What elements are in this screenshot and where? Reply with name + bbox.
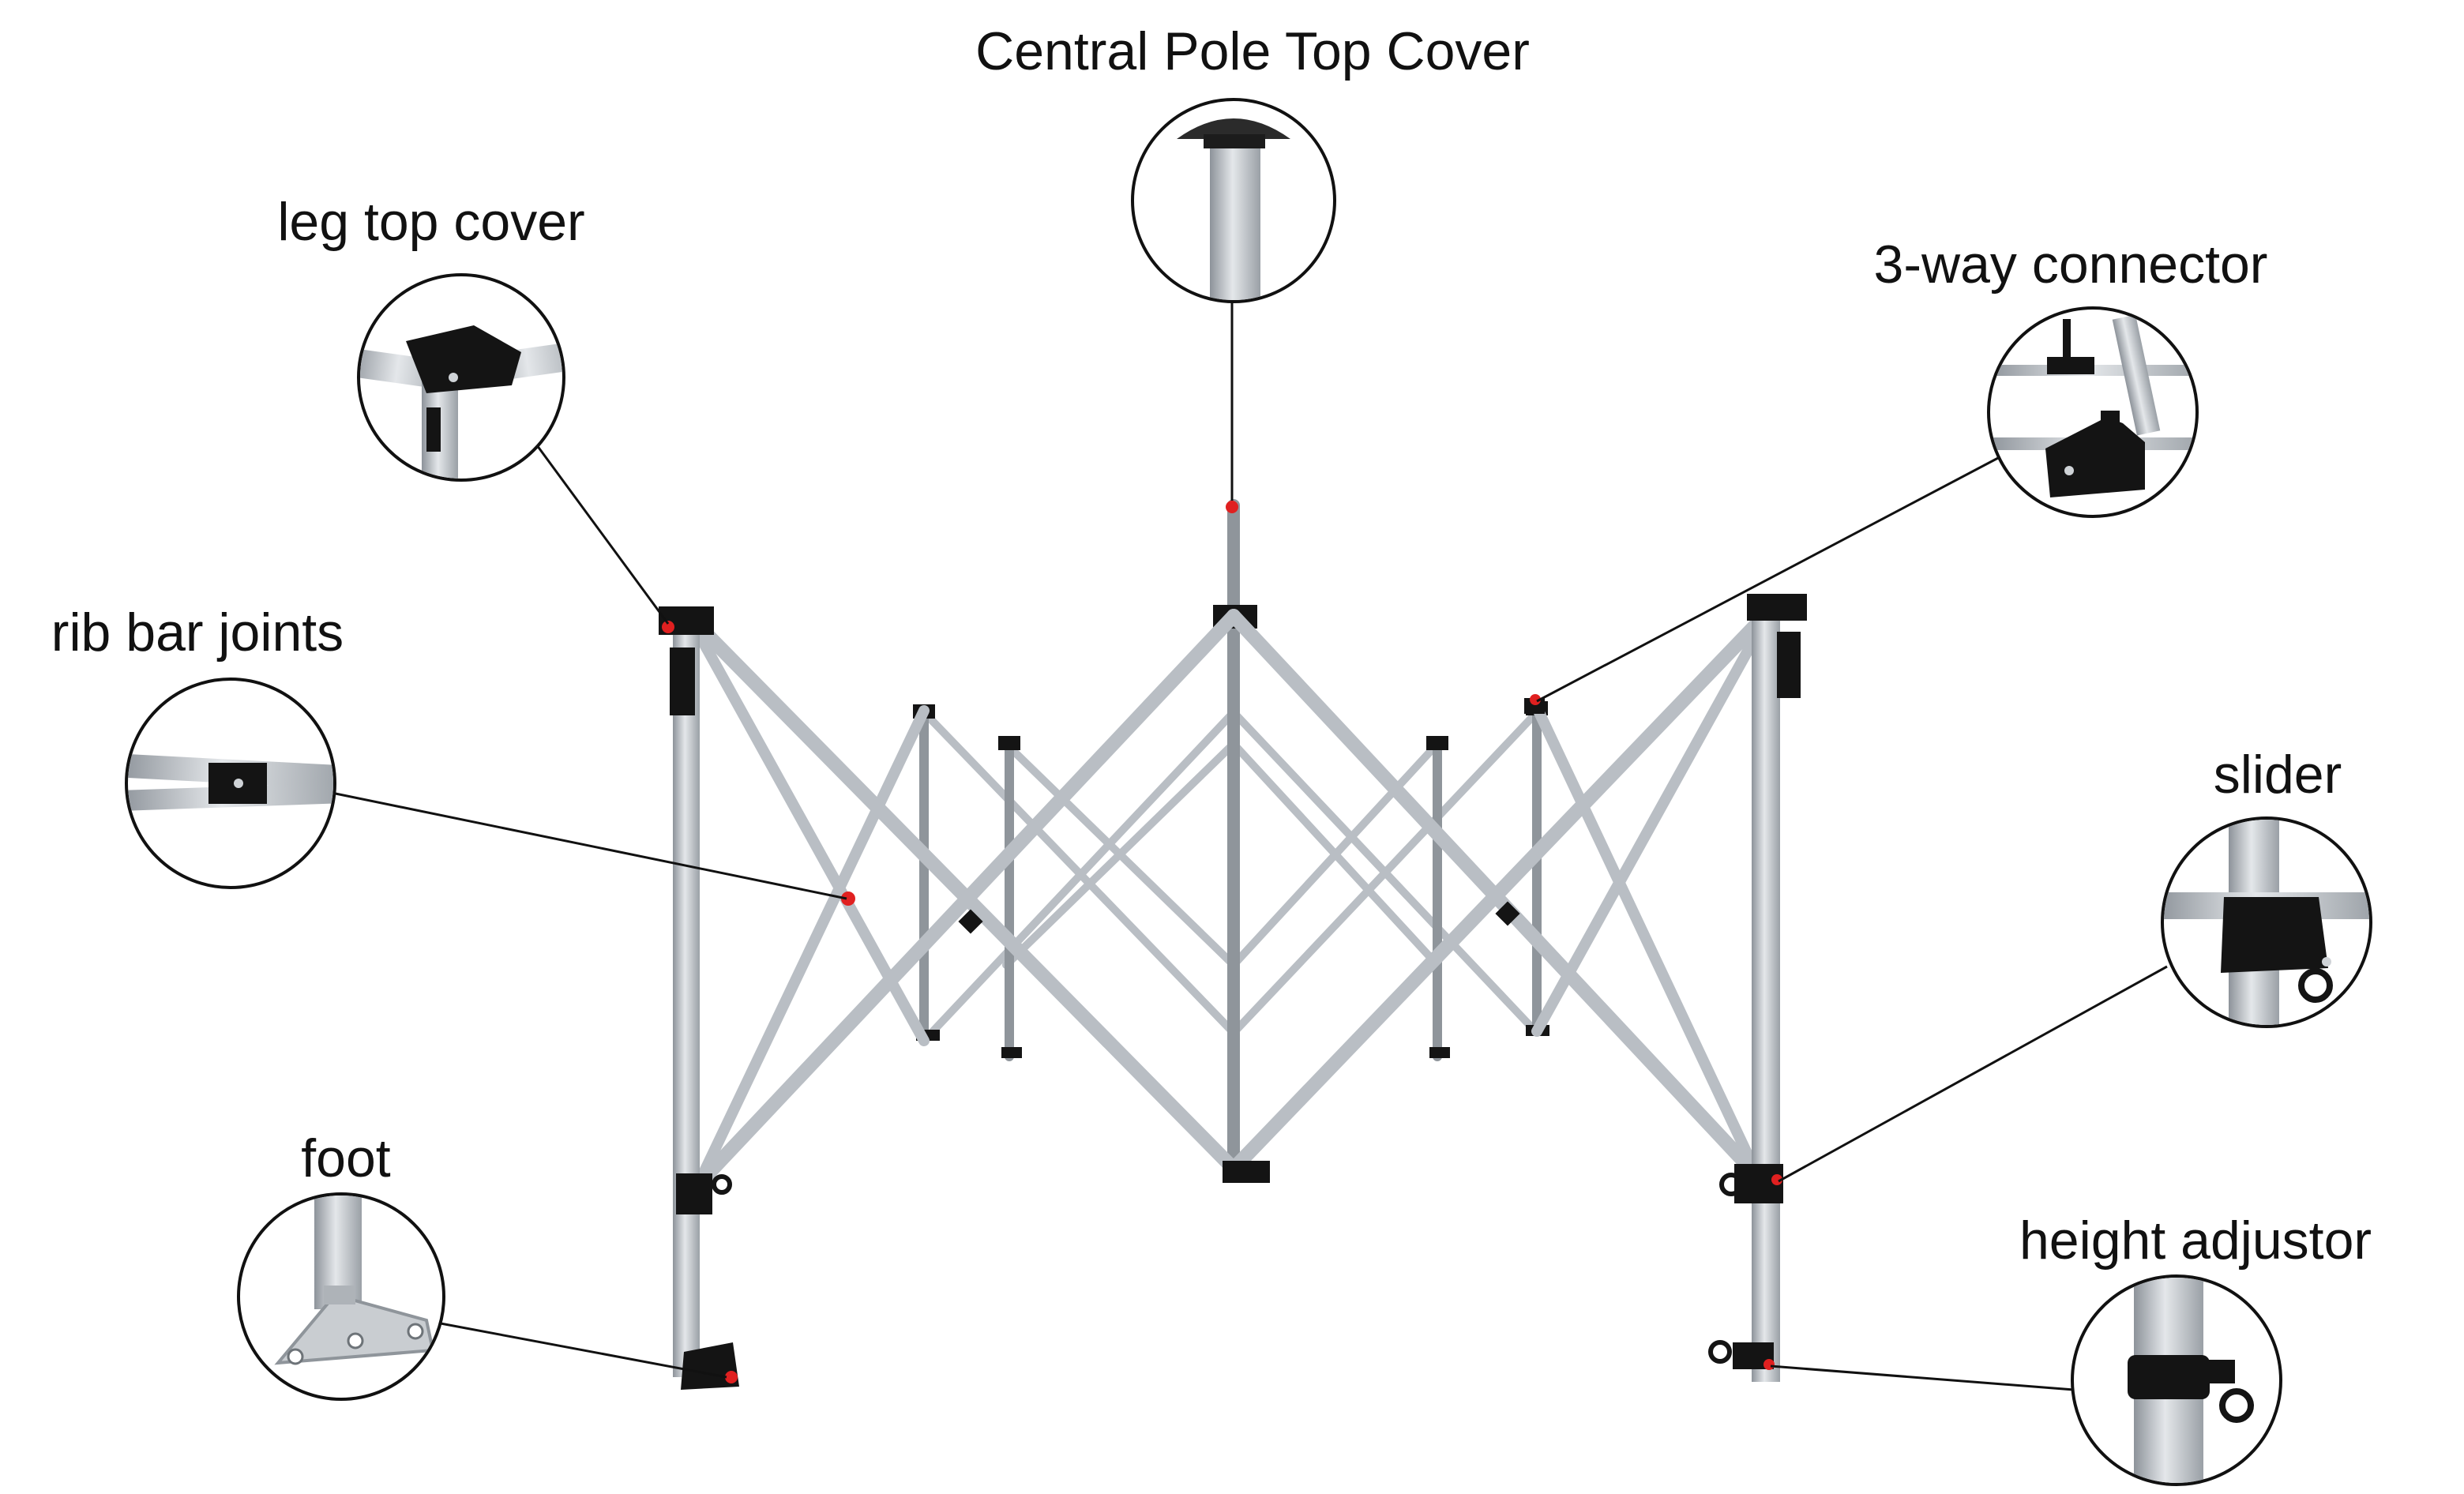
label-central-pole-top-cover: Central Pole Top Cover: [975, 21, 1530, 81]
label-rib-bar-joints: rib bar joints: [51, 602, 344, 663]
tent-frame: [659, 499, 1807, 1390]
label-slider: slider: [2214, 745, 2342, 805]
detail-height-adjustor: [2071, 1274, 2282, 1486]
labels: Central Pole Top Cover leg top cover 3-w…: [51, 21, 2372, 1271]
central-pole: [1213, 499, 1257, 1175]
left-slider: [676, 1173, 712, 1214]
side-frames: [683, 604, 1776, 1190]
label-leg-top-cover: leg top cover: [277, 192, 584, 252]
detail-leg-top-cover: [357, 273, 565, 482]
detail-central-pole-top-cover: [1131, 98, 1336, 303]
label-foot: foot: [301, 1128, 391, 1188]
left-leg: [659, 606, 739, 1390]
rib-joint-marker: [841, 892, 855, 906]
label-height-adjustor: height adjustor: [2019, 1211, 2372, 1271]
three-way-marker: [1530, 694, 1541, 705]
detail-three-way-connector: [1987, 306, 2199, 518]
label-three-way-connector: 3-way connector: [1874, 235, 2268, 295]
callout-lines: [331, 300, 2168, 1391]
detail-foot: [237, 1192, 445, 1401]
front-frame: [682, 602, 1778, 1192]
detail-slider: [2161, 816, 2372, 1028]
back-frame: [913, 701, 1549, 1061]
bottom-center-connector: [1223, 1161, 1270, 1183]
right-leg-top-cover: [1747, 594, 1807, 621]
detail-rib-bar-joints: [125, 678, 336, 889]
right-leg: [1708, 594, 1807, 1382]
central-pole-marker: [1226, 501, 1238, 513]
